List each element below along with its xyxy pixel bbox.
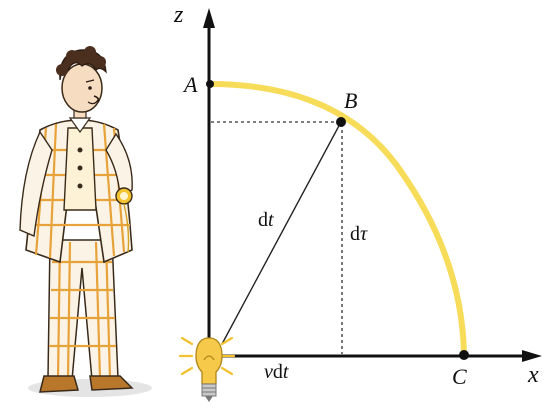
vertical-axis — [203, 8, 215, 358]
horizontal-axis — [209, 350, 542, 362]
dt-label: dt — [258, 209, 274, 231]
pocket-watch-icon — [115, 187, 133, 253]
z-axis-label: z — [173, 2, 184, 28]
point-b-marker — [336, 117, 346, 127]
point-a-label: A — [182, 72, 198, 97]
light-arc — [207, 81, 467, 357]
vdt-label: vdt — [264, 361, 289, 383]
dtau-label: dτ — [350, 223, 368, 245]
point-b-label: B — [344, 88, 357, 113]
x-axis-label: x — [527, 362, 539, 388]
point-c-marker — [459, 350, 469, 360]
diagonal-segment-dt — [221, 121, 342, 345]
point-c-label: C — [452, 364, 467, 389]
observer-figure — [19, 46, 152, 397]
light-bulb-icon — [178, 336, 236, 402]
point-a-marker — [206, 80, 214, 88]
